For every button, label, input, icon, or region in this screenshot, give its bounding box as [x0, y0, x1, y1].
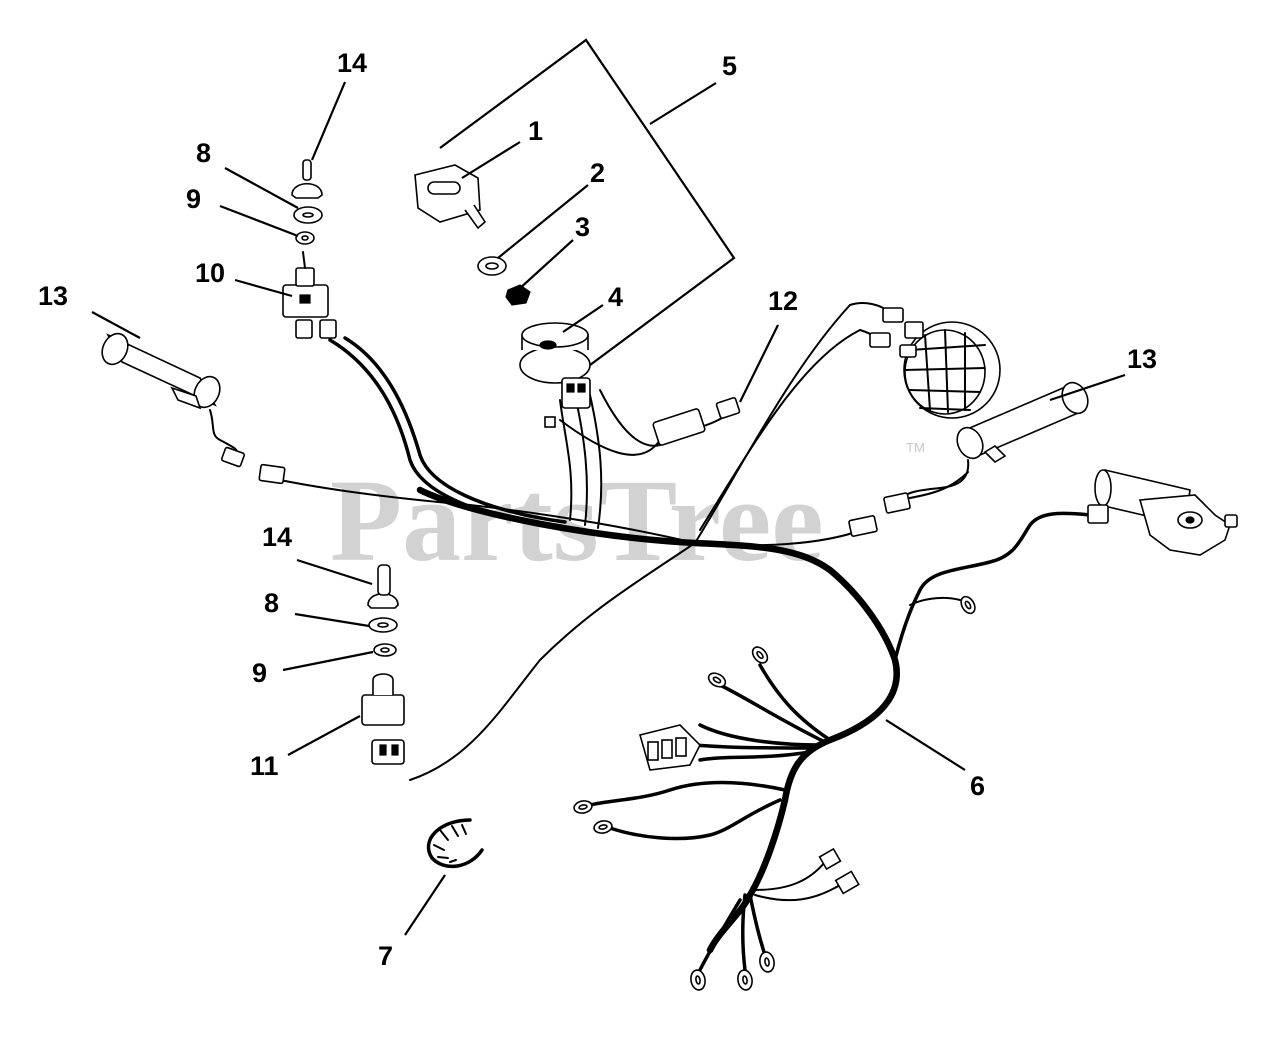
callout-14-top: 14 — [337, 48, 367, 78]
multi-pin-connector — [639, 724, 701, 771]
hex-nut — [505, 284, 531, 306]
callout-10: 10 — [195, 258, 225, 288]
watermark: PartsTree TM — [330, 440, 925, 586]
callout-5: 5 — [722, 51, 737, 81]
callout-9-bottom: 9 — [252, 658, 267, 688]
callout-3: 3 — [575, 212, 590, 242]
work-light-right — [848, 381, 1089, 537]
callout-14-bottom: 14 — [262, 522, 292, 552]
callout-13-left: 13 — [38, 281, 68, 311]
wire-tie — [426, 818, 484, 869]
callout-labels: 1 2 3 4 5 6 7 8 8 9 9 10 11 12 13 13 14 … — [38, 48, 1157, 971]
boot-washer-stack-bottom — [367, 564, 399, 657]
flat-washer — [477, 256, 507, 276]
main-harness-wires — [279, 302, 1092, 972]
ignition-key — [414, 164, 487, 230]
headlight — [869, 307, 1001, 419]
callout-1: 1 — [528, 116, 543, 146]
spade-connectors — [818, 847, 860, 895]
callout-9-top: 9 — [186, 184, 201, 214]
toggle-switch-10 — [282, 251, 337, 339]
kit-bracket-5 — [439, 38, 736, 369]
callout-8-bottom: 8 — [264, 588, 279, 618]
callout-7: 7 — [378, 941, 393, 971]
callout-4: 4 — [608, 282, 623, 312]
watermark-trademark: TM — [906, 440, 925, 455]
key-switch — [519, 322, 591, 428]
gear-motor — [1087, 469, 1238, 556]
callout-6: 6 — [970, 771, 985, 801]
boot-washer-stack-top — [291, 159, 323, 245]
leader-lines — [91, 81, 1126, 936]
callout-2: 2 — [590, 158, 605, 188]
callout-11: 11 — [250, 751, 279, 781]
harness-connector-12 — [652, 397, 741, 446]
toggle-switch-11 — [361, 673, 405, 765]
callout-13-right: 13 — [1127, 344, 1157, 374]
callout-12: 12 — [768, 286, 798, 316]
work-light-left — [101, 332, 286, 485]
ring-terminals — [573, 595, 976, 991]
callout-8-top: 8 — [196, 138, 211, 168]
